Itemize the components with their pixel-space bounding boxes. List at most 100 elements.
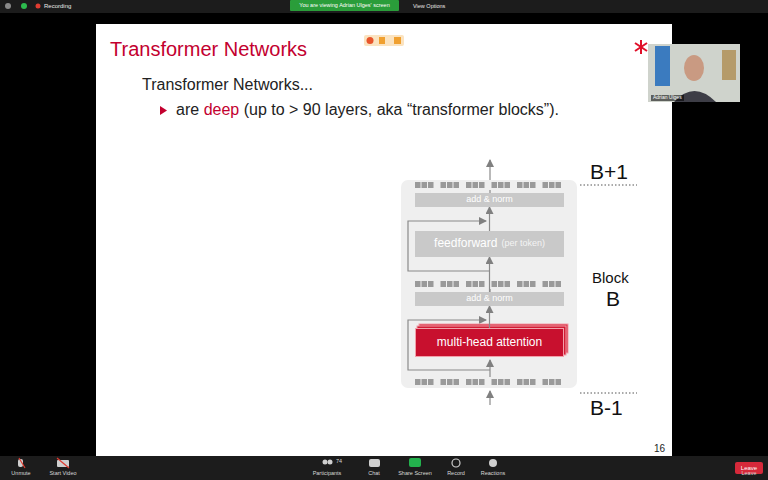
webcam <box>648 44 740 102</box>
token-square <box>473 379 479 385</box>
token-square <box>422 281 428 287</box>
token-square <box>556 379 562 385</box>
node-text: add & norm <box>466 294 513 304</box>
slide-text: are <box>176 101 199 119</box>
block-container <box>401 180 577 388</box>
token-square <box>415 182 421 188</box>
webcam-face <box>684 55 704 81</box>
toolbar-icons <box>18 459 497 467</box>
flow-arrow <box>489 257 490 292</box>
toolbar-label: Record <box>447 470 465 476</box>
token-square <box>422 182 428 188</box>
token-square <box>543 379 549 385</box>
token-square <box>498 182 504 188</box>
token-square <box>473 182 479 188</box>
token-square <box>543 182 549 188</box>
token-square <box>492 281 498 287</box>
block-index: B+1 <box>590 160 628 184</box>
token-square <box>505 281 511 287</box>
token-square <box>479 281 485 287</box>
token-square <box>415 379 421 385</box>
attention-box: multi-head attention <box>415 328 564 357</box>
token-square <box>524 281 530 287</box>
token-square <box>441 379 447 385</box>
token-square <box>549 379 555 385</box>
token-square <box>556 281 562 287</box>
token-square <box>530 182 536 188</box>
share-icon <box>409 458 421 467</box>
toolbar-label: Leave <box>742 470 757 476</box>
recording-label: Recording <box>44 3 71 10</box>
annotation-icons <box>364 35 404 46</box>
top-bar <box>0 0 768 13</box>
token-square <box>454 182 460 188</box>
token-square <box>422 379 428 385</box>
participant-name: Adrian Ulges <box>651 95 684 101</box>
token-square <box>441 281 447 287</box>
mute-slash <box>19 458 25 468</box>
token-square <box>492 182 498 188</box>
add-norm-box: add & norm <box>415 193 564 207</box>
token-square <box>543 281 549 287</box>
webcam-poster <box>655 46 670 86</box>
node-text: multi-head attention <box>437 336 542 349</box>
token-square <box>428 281 434 287</box>
block-label: Block <box>592 269 629 286</box>
slide-text: (up to > 90 layers, aka “transformer blo… <box>244 101 559 119</box>
token-square <box>454 281 460 287</box>
token-square <box>505 182 511 188</box>
token-square <box>505 379 511 385</box>
token-square <box>517 281 523 287</box>
token-square <box>498 281 504 287</box>
toolbar-label: Share Screen <box>398 470 432 476</box>
token-square <box>498 379 504 385</box>
toolbar-label: Reactions <box>481 470 505 476</box>
token-square <box>473 281 479 287</box>
toolbar-label: Start Video <box>49 470 76 476</box>
block-boundary <box>580 185 637 186</box>
token-square <box>415 281 421 287</box>
webcam-shelf <box>722 50 736 80</box>
toolbar-label: Unmute <box>11 470 30 476</box>
token-square <box>466 379 472 385</box>
token-square <box>530 281 536 287</box>
block-boundary <box>580 393 637 394</box>
bullet <box>160 106 167 115</box>
feedforward-box: feedforward(per token) <box>415 231 564 257</box>
token-square <box>492 379 498 385</box>
record-dot <box>36 4 41 9</box>
shield-icon <box>21 3 27 9</box>
flow-arrow <box>489 306 490 328</box>
node-subtext: (per token) <box>501 239 545 249</box>
token-square <box>454 379 460 385</box>
viewing-banner: You are viewing Adrian Ulges' screen <box>290 0 399 11</box>
token-square <box>517 379 523 385</box>
annotation-icon <box>394 37 401 44</box>
token-square <box>466 182 472 188</box>
add-norm-box: add & norm <box>415 292 564 306</box>
toolbar-label: Chat <box>368 470 380 476</box>
token-square <box>556 182 562 188</box>
token-square <box>517 182 523 188</box>
token-square <box>447 281 453 287</box>
page-number: 16 <box>654 443 665 455</box>
node-text: add & norm <box>466 195 513 205</box>
block-index: B-1 <box>590 396 623 420</box>
annotation-icon <box>367 37 374 44</box>
node-text: You are viewing Adrian Ulges' screen <box>299 2 389 8</box>
toolbar-label: Participants <box>313 470 342 476</box>
block-index: B <box>606 287 620 311</box>
token-square <box>479 182 485 188</box>
token-square <box>549 281 555 287</box>
token-square <box>549 182 555 188</box>
token-square <box>466 281 472 287</box>
token-square <box>428 379 434 385</box>
token-square <box>530 379 536 385</box>
highlight-word: deep <box>204 101 240 119</box>
participant-count: 74 <box>336 458 342 464</box>
info-icon <box>5 3 11 9</box>
asterisk <box>635 40 647 54</box>
token-square <box>428 182 434 188</box>
